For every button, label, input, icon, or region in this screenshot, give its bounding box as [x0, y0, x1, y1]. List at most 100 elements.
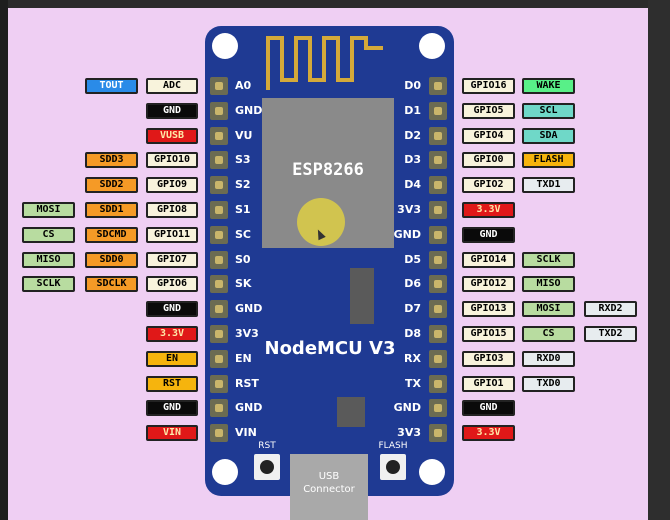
pin-function-tag-flash: FLASH	[522, 152, 575, 168]
pin-function-tag-gnd: GND	[146, 301, 198, 317]
header-pin-right-d0	[429, 77, 447, 95]
pin-label-d7: D7	[404, 302, 421, 315]
pin-function-tag-gpio0: GPIO0	[462, 152, 515, 168]
header-pin-right-tx	[429, 375, 447, 393]
pin-label-d0: D0	[404, 79, 421, 92]
pin-function-tag-gnd: GND	[146, 400, 198, 416]
header-pin-right-rx	[429, 350, 447, 368]
pin-function-tag-cs: CS	[522, 326, 575, 342]
pin-function-tag-rst: RST	[146, 376, 198, 392]
header-pin-right-d8	[429, 325, 447, 343]
pin-function-tag-sdd2: SDD2	[85, 177, 138, 193]
header-pin-right-d5	[429, 251, 447, 269]
header-pin-right-d4	[429, 176, 447, 194]
pin-label-d5: D5	[404, 253, 421, 266]
chip-label: ESP8266	[292, 160, 364, 180]
pcb-antenna-icon	[266, 36, 383, 90]
header-pin-left-gnd	[210, 399, 228, 417]
header-pin-right-3v3	[429, 424, 447, 442]
pin-function-tag-txd2: TXD2	[584, 326, 637, 342]
cursor-highlight	[297, 198, 345, 246]
rst-button-label: RST	[258, 441, 276, 451]
pin-function-tag-mosi: MOSI	[22, 202, 75, 218]
pin-function-tag-gpio7: GPIO7	[146, 252, 198, 268]
pin-label-gnd: GND	[393, 228, 421, 241]
pin-label-3v3: 3V3	[397, 203, 421, 216]
background-right-edge	[648, 0, 670, 520]
pin-label-gnd: GND	[235, 401, 263, 414]
header-pin-left-sk	[210, 275, 228, 293]
pin-label-tx: TX	[405, 377, 421, 390]
pin-label-s2: S2	[235, 178, 251, 191]
rst-button[interactable]	[254, 454, 280, 480]
header-pin-left-a0	[210, 77, 228, 95]
header-pin-right-d6	[429, 275, 447, 293]
header-pin-right-d7	[429, 300, 447, 318]
pin-function-tag-gnd: GND	[462, 227, 515, 243]
pin-label-gnd: GND	[235, 302, 263, 315]
pin-label-rst: RST	[235, 377, 259, 390]
usb-serial-chip	[337, 397, 365, 427]
pin-function-tag-3-3v: 3.3V	[462, 425, 515, 441]
pin-label-d2: D2	[404, 129, 421, 142]
header-pin-left-s2	[210, 176, 228, 194]
pin-function-tag-gpio14: GPIO14	[462, 252, 515, 268]
pin-label-sc: SC	[235, 228, 251, 241]
pin-function-tag-sdclk: SDCLK	[85, 276, 138, 292]
pin-function-tag-txd0: TXD0	[522, 376, 575, 392]
pin-function-tag-gpio9: GPIO9	[146, 177, 198, 193]
pin-label-3v3: 3V3	[235, 327, 259, 340]
pin-function-tag-gnd: GND	[146, 103, 198, 119]
pin-label-3v3: 3V3	[397, 426, 421, 439]
pin-function-tag-3-3v: 3.3V	[462, 202, 515, 218]
pin-function-tag-gpio5: GPIO5	[462, 103, 515, 119]
header-pin-left-rst	[210, 375, 228, 393]
mounting-hole-bottom-left	[212, 459, 238, 485]
pin-label-sk: SK	[235, 277, 252, 290]
header-pin-right-gnd	[429, 399, 447, 417]
mounting-hole-bottom-right	[419, 459, 445, 485]
pin-function-tag-gnd: GND	[462, 400, 515, 416]
pin-label-en: EN	[235, 352, 252, 365]
board-name: NodeMCU V3	[264, 338, 396, 359]
pin-function-tag-txd1: TXD1	[522, 177, 575, 193]
pin-function-tag-sclk: SCLK	[22, 276, 75, 292]
pin-function-tag-vusb: VUSB	[146, 128, 198, 144]
pin-function-tag-gpio15: GPIO15	[462, 326, 515, 342]
pin-function-tag-wake: WAKE	[522, 78, 575, 94]
pin-function-tag-gpio12: GPIO12	[462, 276, 515, 292]
pin-label-d8: D8	[404, 327, 421, 340]
pin-function-tag-en: EN	[146, 351, 198, 367]
pin-function-tag-vin: VIN	[146, 425, 198, 441]
pin-function-tag-sda: SDA	[522, 128, 575, 144]
background-left-edge	[0, 0, 8, 520]
flash-button[interactable]	[380, 454, 406, 480]
usb-connector	[290, 454, 368, 520]
header-pin-left-vin	[210, 424, 228, 442]
pin-function-tag-sclk: SCLK	[522, 252, 575, 268]
header-pin-left-3v3	[210, 325, 228, 343]
pin-label-s0: S0	[235, 253, 251, 266]
pin-function-tag-rxd2: RXD2	[584, 301, 637, 317]
header-pin-left-vu	[210, 127, 228, 145]
pin-label-rx: RX	[404, 352, 421, 365]
pin-function-tag-sdd3: SDD3	[85, 152, 138, 168]
pin-function-tag-mosi: MOSI	[522, 301, 575, 317]
pin-function-tag-3-3v: 3.3V	[146, 326, 198, 342]
mounting-hole-top-left	[212, 33, 238, 59]
header-pin-left-en	[210, 350, 228, 368]
pin-function-tag-cs: CS	[22, 227, 75, 243]
header-pin-left-gnd	[210, 300, 228, 318]
pin-function-tag-sdcmd: SDCMD	[85, 227, 138, 243]
pin-label-d3: D3	[404, 153, 421, 166]
pin-function-tag-gpio4: GPIO4	[462, 128, 515, 144]
pin-function-tag-gpio11: GPIO11	[146, 227, 198, 243]
pin-function-tag-gpio8: GPIO8	[146, 202, 198, 218]
usb-connector-label: USB Connector	[303, 471, 355, 495]
header-pin-right-d3	[429, 151, 447, 169]
pin-function-tag-gpio2: GPIO2	[462, 177, 515, 193]
pin-label-vin: VIN	[235, 426, 257, 439]
header-pin-left-s0	[210, 251, 228, 269]
flash-button-label: FLASH	[378, 441, 408, 451]
pin-function-tag-gpio3: GPIO3	[462, 351, 515, 367]
